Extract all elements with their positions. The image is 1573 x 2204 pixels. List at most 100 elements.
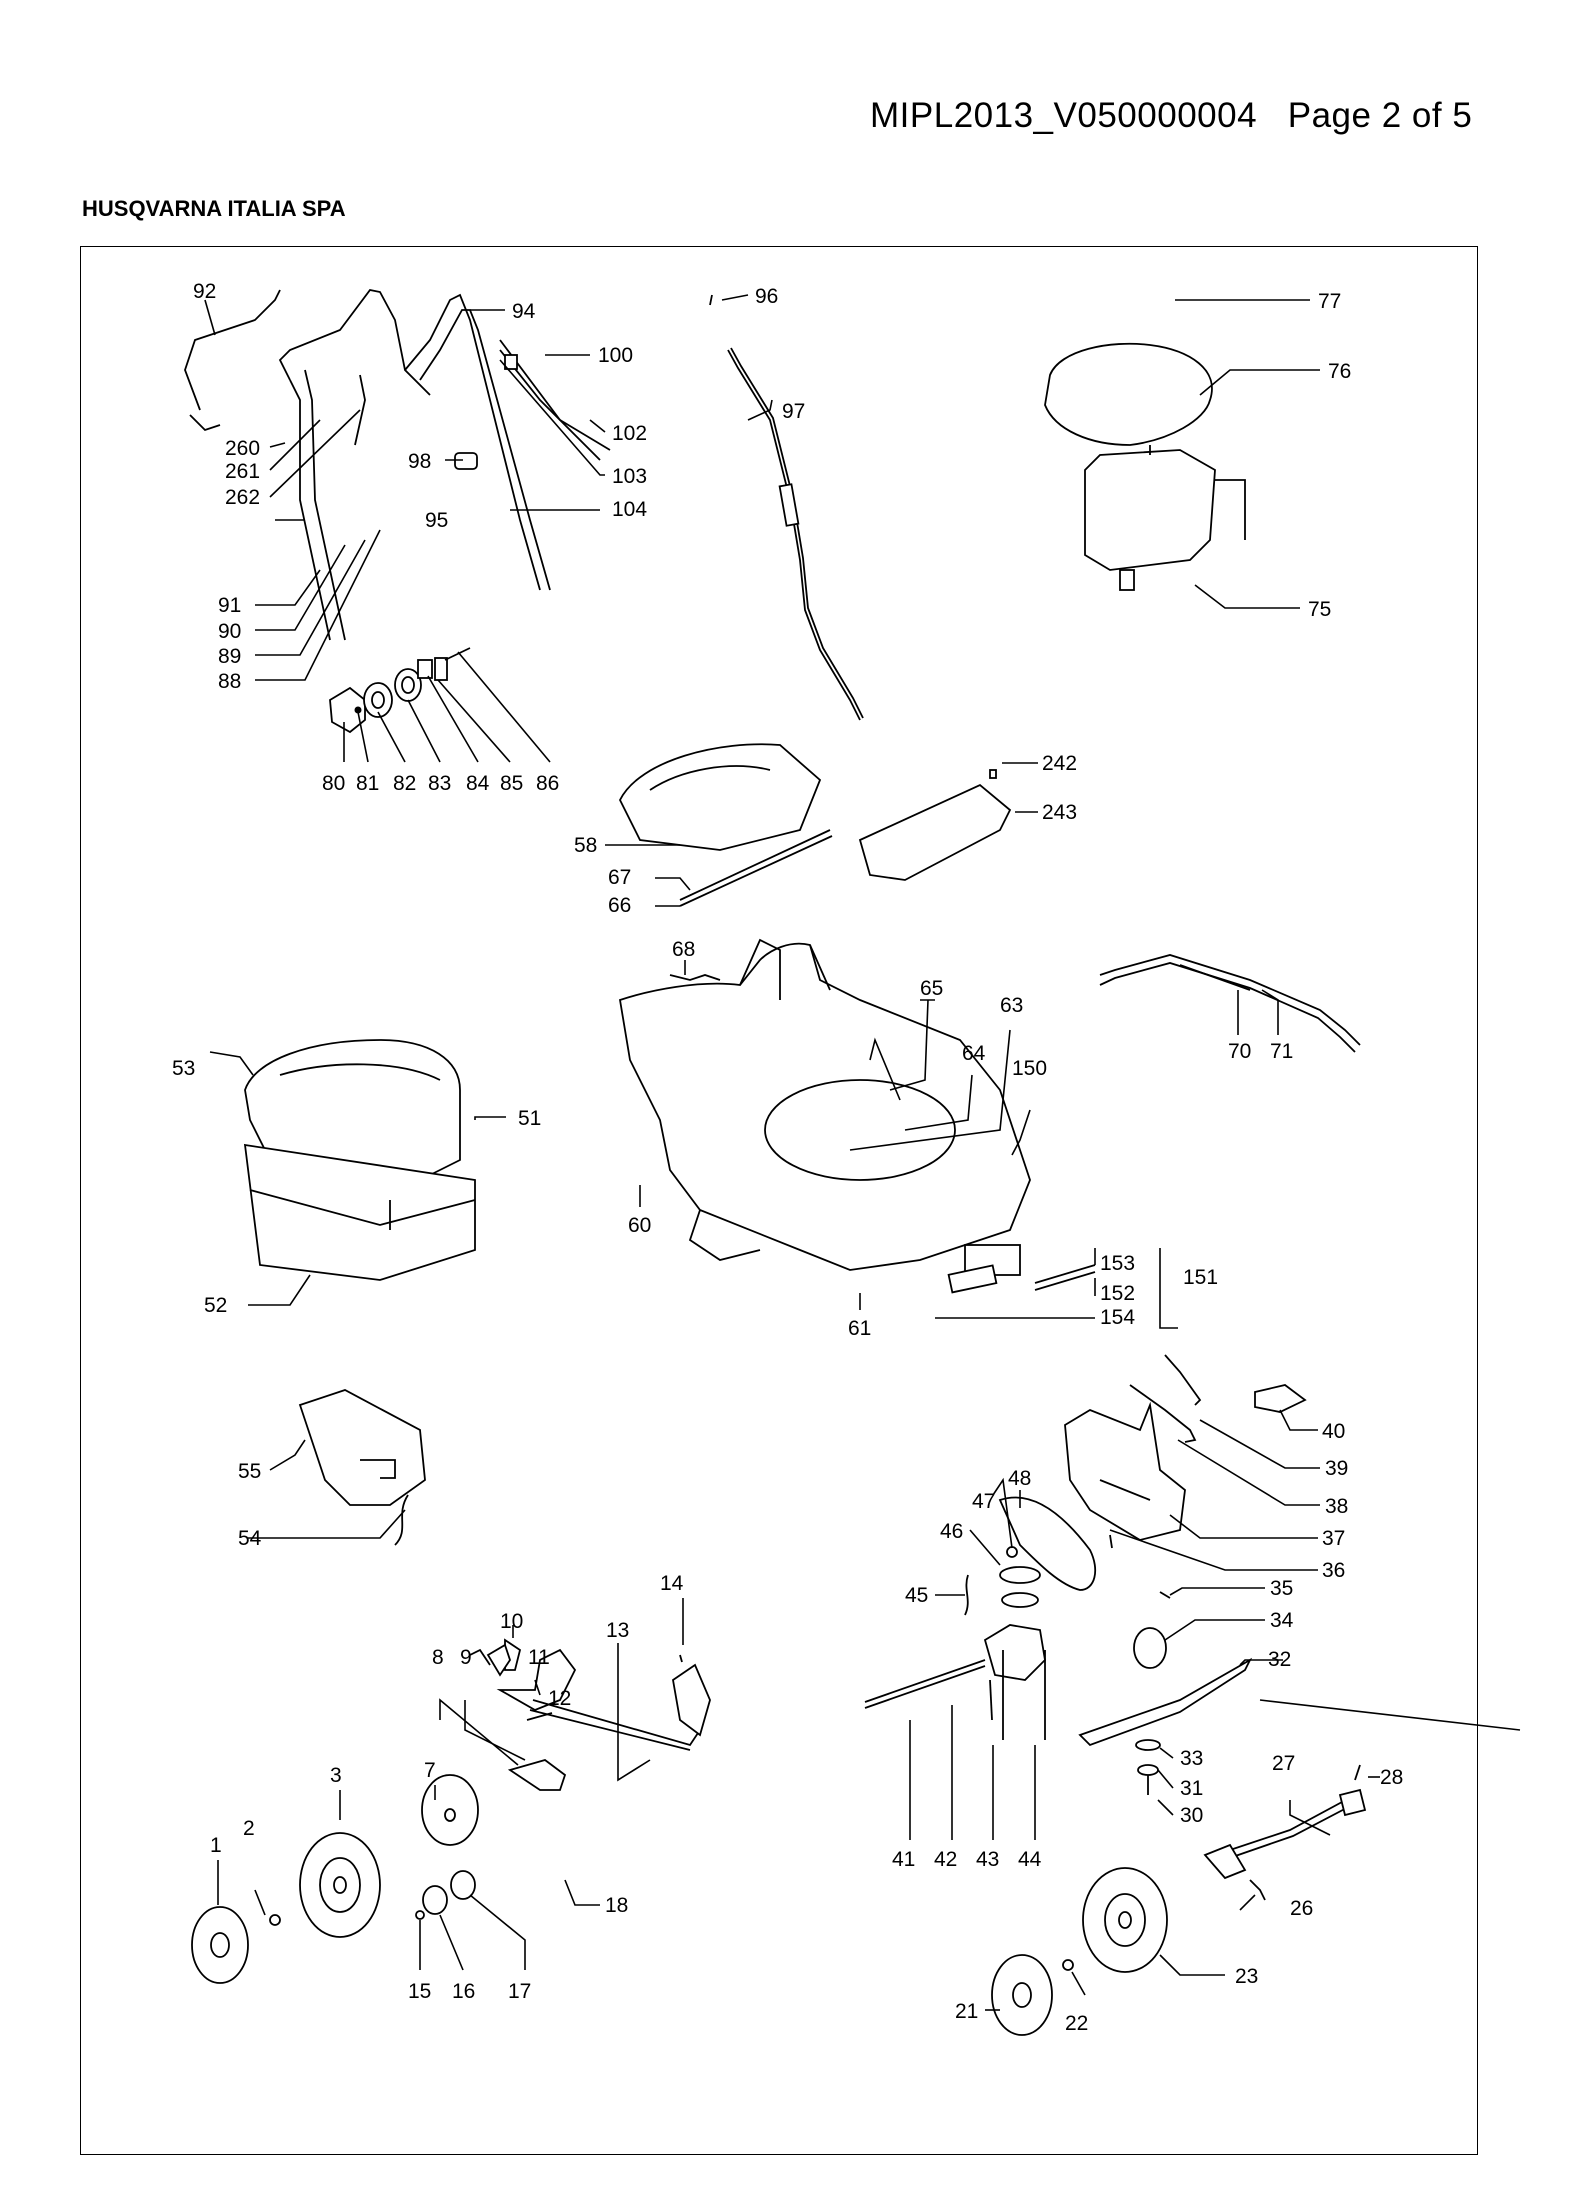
callout-152: 152 [1100,1282,1135,1305]
callout-91: 91 [218,594,241,617]
callout-17: 17 [508,1980,531,2003]
callout-82: 82 [393,772,416,795]
callout-94: 94 [512,300,536,323]
document-reference: MIPL2013_V050000004 Page 2 of 5 [870,96,1472,136]
callout-40: 40 [1322,1420,1345,1443]
callout-102: 102 [612,422,647,445]
callout-43: 43 [976,1848,999,1871]
callout-103: 103 [612,465,647,488]
wheel-right-drawing [991,1867,1168,2036]
callout-46: 46 [940,1520,963,1543]
callout-52: 52 [204,1294,227,1317]
callout-30: 30 [1180,1804,1203,1827]
callout-16: 16 [452,1980,475,2003]
callout-100: 100 [598,344,633,367]
callout-95: 95 [425,509,448,532]
callout-44: 44 [1018,1848,1042,1871]
callout-262: 262 [225,486,260,509]
wheel-left-drawing [191,1832,381,1984]
rear-flap-drawing [618,743,1012,907]
page-indicator: Page 2 of 5 [1287,96,1473,135]
callout-45: 45 [905,1584,928,1607]
callout-150: 150 [1012,1057,1047,1080]
callout-7: 7 [424,1759,436,1782]
callout-153: 153 [1100,1252,1135,1275]
engine-drawing [1044,342,1246,591]
grass-bag-drawing [243,1039,476,1281]
callout-83: 83 [428,772,451,795]
callout-41: 41 [892,1848,915,1871]
callout-26: 26 [1290,1897,1313,1920]
callout-84: 84 [466,772,490,795]
deflector-and-guards-drawing [1064,1354,1307,1549]
callout-66: 66 [608,894,631,917]
callout-21: 21 [955,2000,978,2023]
callout-89: 89 [218,645,241,668]
height-lever-drawing [669,954,1361,1053]
callout-68: 68 [672,938,695,961]
callout-77: 77 [1318,290,1341,313]
callout-32: 32 [1268,1648,1291,1671]
callout-23: 23 [1235,1965,1258,1988]
callout-31: 31 [1180,1777,1203,1800]
callout-260: 260 [225,437,260,460]
callout-60: 60 [628,1214,651,1237]
mower-deck-drawing [618,938,1096,1294]
drive-assembly-drawing [415,1638,711,1920]
doc-ref-code: MIPL2013_V050000004 [870,96,1258,135]
callout-104: 104 [612,498,647,521]
callout-15: 15 [408,1980,431,2003]
diagram-frame [80,246,1478,2155]
callout-36: 36 [1322,1559,1345,1582]
callout-53: 53 [172,1057,195,1080]
rear-axle-drawing [1203,1764,1367,1901]
callout-242: 242 [1042,752,1077,775]
callout-1: 1 [210,1834,222,1857]
callout-37: 37 [1322,1527,1345,1550]
callout-33: 33 [1180,1747,1203,1770]
callout-8: 8 [432,1646,444,1669]
callout-35: 35 [1270,1577,1293,1600]
callout-61: 61 [848,1317,871,1340]
callout-27: 27 [1272,1752,1295,1775]
callout-81: 81 [356,772,379,795]
callout-75: 75 [1308,598,1331,621]
callout-71: 71 [1270,1040,1293,1063]
callout-34: 34 [1270,1609,1294,1632]
callout-65: 65 [920,977,943,1000]
callout-28: 28 [1380,1766,1403,1789]
callout-48: 48 [1008,1467,1031,1490]
callout-98: 98 [408,450,431,473]
callout-18: 18 [605,1894,628,1917]
callout-154: 154 [1100,1306,1135,1329]
company-name: HUSQVARNA ITALIA SPA [82,196,346,221]
callout-11: 11 [528,1646,550,1669]
callout-261: 261 [225,460,260,483]
callout-10: 10 [500,1610,523,1633]
callout-90: 90 [218,620,241,643]
callout-86: 86 [536,772,559,795]
callout-12: 12 [548,1687,571,1710]
callout-22: 22 [1065,2012,1088,2035]
callout-64: 64 [962,1042,986,1065]
mulching-plug-drawing [298,1389,426,1546]
callout-39: 39 [1325,1457,1348,1480]
callout-13: 13 [606,1619,629,1642]
callout-97: 97 [782,400,805,423]
callout-55: 55 [238,1460,261,1483]
callout-67: 67 [608,866,631,889]
callout-58: 58 [574,834,597,857]
callout-9: 9 [460,1646,472,1669]
callout-96: 96 [755,285,778,308]
callout-54: 54 [238,1527,262,1550]
leader-lines [204,294,1521,2011]
callout-243: 243 [1042,801,1077,824]
callout-88: 88 [218,670,241,693]
callout-14: 14 [660,1572,684,1595]
callout-70: 70 [1228,1040,1251,1063]
callout-80: 80 [322,772,345,795]
callout-38: 38 [1325,1495,1348,1518]
callout-47: 47 [972,1490,995,1513]
callout-63: 63 [1000,994,1023,1017]
